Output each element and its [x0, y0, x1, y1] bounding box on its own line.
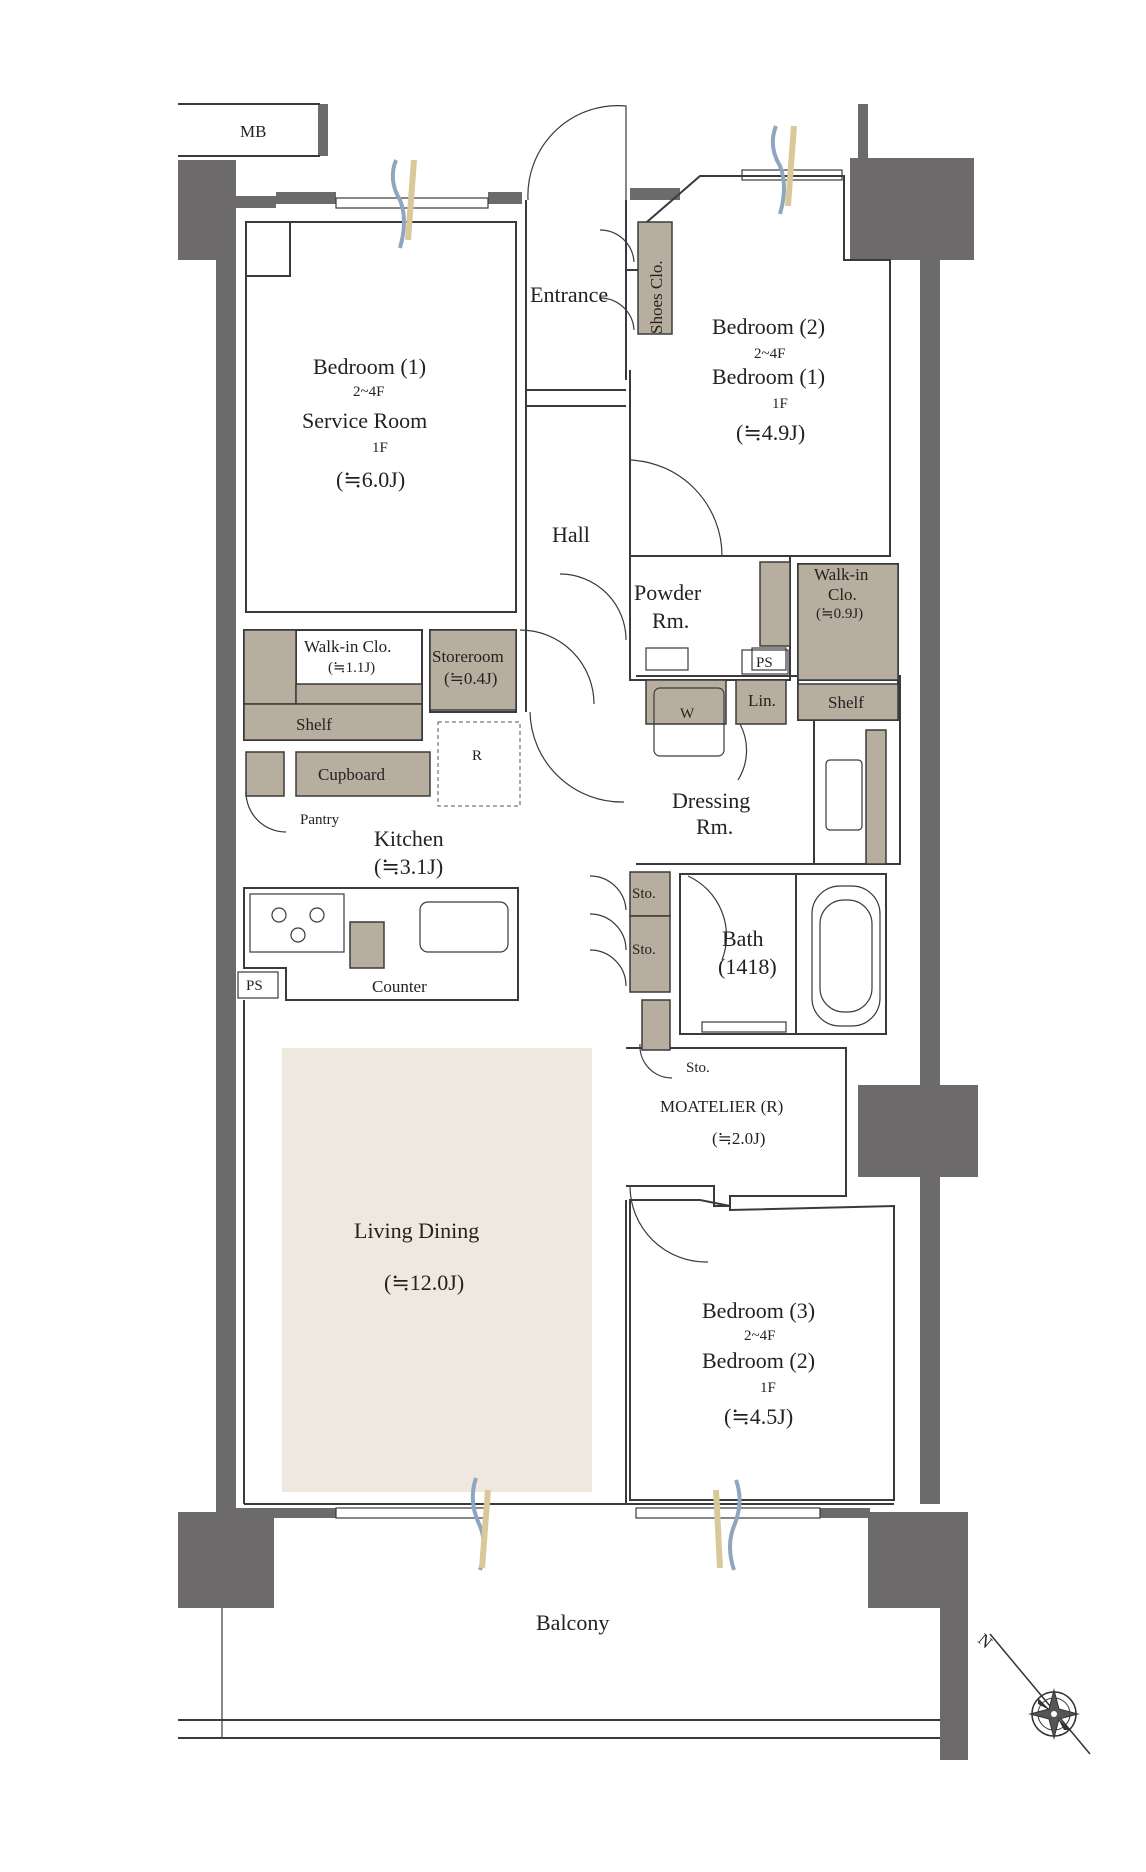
bedroom1-size: (≒6.0J) — [336, 467, 405, 492]
walkin1-size: (≒1.1J) — [328, 660, 375, 676]
bedroom2-floor-a: 2~4F — [754, 346, 785, 362]
balcony-railing — [178, 1608, 940, 1739]
storeroom-label: Storeroom — [432, 647, 504, 666]
bedroom3-name: Bedroom (3) — [702, 1298, 815, 1323]
bedroom2-alt: Bedroom (1) — [712, 364, 825, 389]
sto-label-2: Sto. — [632, 942, 656, 958]
bedroom1-floor-b: 1F — [372, 440, 388, 456]
pantry-label: Pantry — [300, 812, 340, 828]
bath-label: Bath — [722, 926, 764, 951]
counter-label: Counter — [372, 977, 427, 996]
mb-label: MB — [240, 122, 266, 141]
moatelier-label: MOATELIER (R) — [660, 1097, 783, 1116]
kitchen-label: Kitchen — [374, 826, 444, 851]
powder-label-2: Rm. — [652, 608, 689, 633]
w-label: W — [680, 706, 695, 722]
lin-label: Lin. — [748, 691, 776, 710]
doors[interactable] — [245, 105, 748, 1263]
kitchen-size: (≒3.1J) — [374, 854, 443, 879]
room-labels: Entrance Shoes Clo. Bedroom (1) 2~4F Ser… — [237, 260, 869, 1635]
cupboard-label: Cupboard — [318, 765, 386, 784]
fixtures — [249, 647, 881, 1033]
bedroom2-size: (≒4.9J) — [736, 420, 805, 445]
shelf-right-label: Shelf — [828, 693, 864, 712]
walkin1-label: Walk-in Clo. — [304, 637, 391, 656]
r-mark: R — [472, 748, 482, 764]
outer-walls — [178, 104, 978, 1760]
walkin2-label-2: Clo. — [828, 585, 857, 604]
living-size: (≒12.0J) — [384, 1270, 464, 1295]
airflow-icons — [390, 125, 797, 1571]
powder-label-1: Powder — [634, 580, 702, 605]
bedroom1-name: Bedroom (1) — [313, 354, 426, 379]
bedroom2-name: Bedroom (2) — [712, 314, 825, 339]
walkin2-size: (≒0.9J) — [816, 606, 863, 622]
entrance-label: Entrance — [530, 282, 608, 307]
ps-top-label: PS — [756, 655, 773, 671]
mb-box: MB — [178, 103, 320, 157]
sto-label-1: Sto. — [632, 886, 656, 902]
living-floor — [282, 1048, 592, 1492]
bedroom3-floor-a: 2~4F — [744, 1328, 775, 1344]
bedroom2-floor-b: 1F — [772, 396, 788, 412]
sto-label-3: Sto. — [686, 1060, 710, 1076]
dressing-label-2: Rm. — [696, 814, 733, 839]
storage-areas — [243, 221, 899, 1051]
shelf-left-label: Shelf — [296, 715, 332, 734]
walkin2-label-1: Walk-in — [814, 565, 869, 584]
bedroom3-size: (≒4.5J) — [724, 1404, 793, 1429]
bedroom3-alt: Bedroom (2) — [702, 1348, 815, 1373]
bath-size: (1418) — [718, 954, 777, 979]
dressing-label-1: Dressing — [672, 788, 750, 813]
living-label: Living Dining — [354, 1218, 479, 1243]
compass-icon: N — [974, 1630, 1091, 1755]
storeroom-size: (≒0.4J) — [444, 669, 497, 688]
north-label: N — [974, 1630, 996, 1652]
ps-kitchen-label: PS — [246, 978, 263, 994]
bedroom3-floor-b: 1F — [760, 1380, 776, 1396]
hall-label: Hall — [552, 522, 590, 547]
balcony-label: Balcony — [536, 1610, 609, 1635]
shoes-clo-label: Shoes Clo. — [647, 260, 666, 334]
bedroom1-floor-a: 2~4F — [353, 384, 384, 400]
bedroom1-alt: Service Room — [302, 408, 427, 433]
moatelier-size: (≒2.0J) — [712, 1129, 765, 1148]
